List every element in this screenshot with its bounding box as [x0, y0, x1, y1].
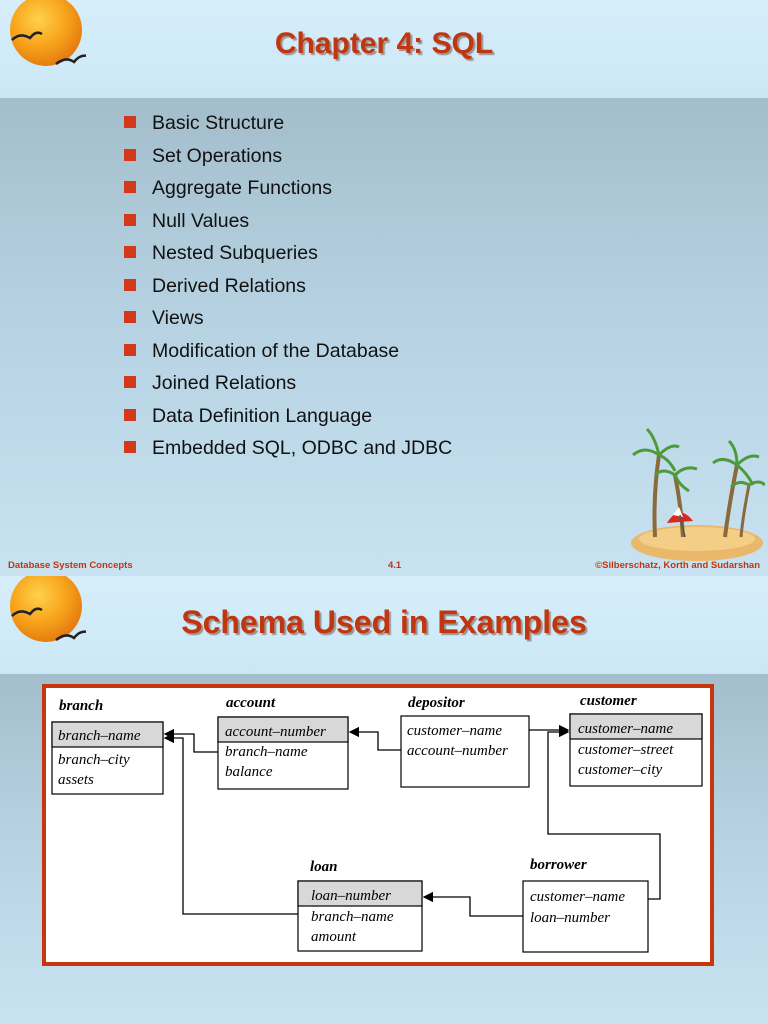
bullet-square-icon: [124, 441, 136, 453]
sun-logo-icon: [10, 576, 86, 642]
bullet-square-icon: [124, 116, 136, 128]
key-attribute: account–number: [225, 724, 326, 740]
table-name: customer: [580, 693, 637, 709]
attribute: account–number: [407, 743, 508, 759]
table-customer: customer customer–name customer–street c…: [569, 693, 703, 787]
list-item: Basic Structure: [122, 111, 452, 144]
bullet-square-icon: [124, 181, 136, 193]
attribute: branch–city: [58, 752, 130, 768]
list-item: Embedded SQL, ODBC and JDBC: [122, 436, 452, 469]
slide-header: [0, 576, 768, 674]
bullet-square-icon: [124, 278, 136, 291]
slide-2: Schema Used in Examples branch branch–na…: [0, 576, 768, 1024]
attribute: customer–street: [578, 742, 674, 758]
slide-header: [0, 0, 768, 98]
slide-title: Schema Used in Examples: [181, 604, 587, 640]
key-attribute: customer–name: [407, 723, 502, 739]
bullet-square-icon: [124, 246, 136, 258]
bullet-square-icon: [124, 343, 136, 356]
list-item: Null Values: [122, 209, 452, 242]
slide-1: Chapter 4: SQL Basic Structure Set Opera…: [0, 0, 768, 576]
schema-diagram-svg: branch branch–name branch–city assets ac…: [51, 693, 703, 953]
table-name: account: [226, 695, 276, 711]
attribute: branch–name: [311, 909, 394, 925]
table-name: borrower: [530, 857, 587, 873]
list-item: Aggregate Functions: [122, 176, 452, 209]
table-loan: loan loan–number branch–name amount: [297, 859, 423, 952]
table-depositor: depositor customer–name account–number: [400, 695, 530, 788]
bullet-square-icon: [124, 213, 136, 226]
list-item: Data Definition Language: [122, 404, 452, 437]
slide-body: [0, 98, 768, 576]
table-account: account account–number branch–name balan…: [217, 695, 349, 790]
schema-diagram: branch branch–name branch–city assets ac…: [42, 684, 714, 966]
key-attribute: customer–name: [530, 889, 625, 905]
attribute: assets: [58, 772, 94, 788]
table-branch: branch branch–name branch–city assets: [51, 698, 164, 795]
attribute: customer–city: [578, 762, 662, 778]
list-item: Views: [122, 306, 452, 339]
bullet-square-icon: [124, 311, 136, 323]
table-name: branch: [59, 698, 103, 714]
key-attribute: loan–number: [311, 888, 391, 904]
key-attribute: customer–name: [578, 721, 673, 737]
list-item: Derived Relations: [122, 274, 452, 307]
topic-list: Basic Structure Set Operations Aggregate…: [122, 111, 452, 469]
table-name: loan: [310, 859, 338, 875]
key-attribute: branch–name: [58, 728, 141, 744]
bullet-square-icon: [124, 376, 136, 388]
footer-left: Database System Concepts: [8, 560, 133, 571]
attribute: loan–number: [530, 910, 610, 926]
footer-copyright: ©Silberschatz, Korth and Sudarshan: [595, 560, 760, 571]
table-name: depositor: [408, 695, 465, 711]
slide-title: Chapter 4: SQL: [274, 27, 494, 60]
list-item: Modification of the Database: [122, 339, 452, 372]
sun-logo-icon: [10, 0, 86, 66]
list-item: Nested Subqueries: [122, 241, 452, 274]
attribute: branch–name: [225, 744, 308, 760]
table-borrower: borrower customer–name loan–number: [522, 857, 649, 953]
foreign-key-arrows: [163, 724, 661, 917]
attribute: balance: [225, 764, 273, 780]
bullet-square-icon: [124, 148, 136, 161]
list-item: Joined Relations: [122, 371, 452, 404]
footer-page-number: 4.1: [388, 560, 402, 571]
palm-island-icon: [631, 427, 765, 561]
list-item: Set Operations: [122, 144, 452, 177]
bullet-square-icon: [124, 408, 136, 421]
attribute: amount: [311, 929, 357, 945]
